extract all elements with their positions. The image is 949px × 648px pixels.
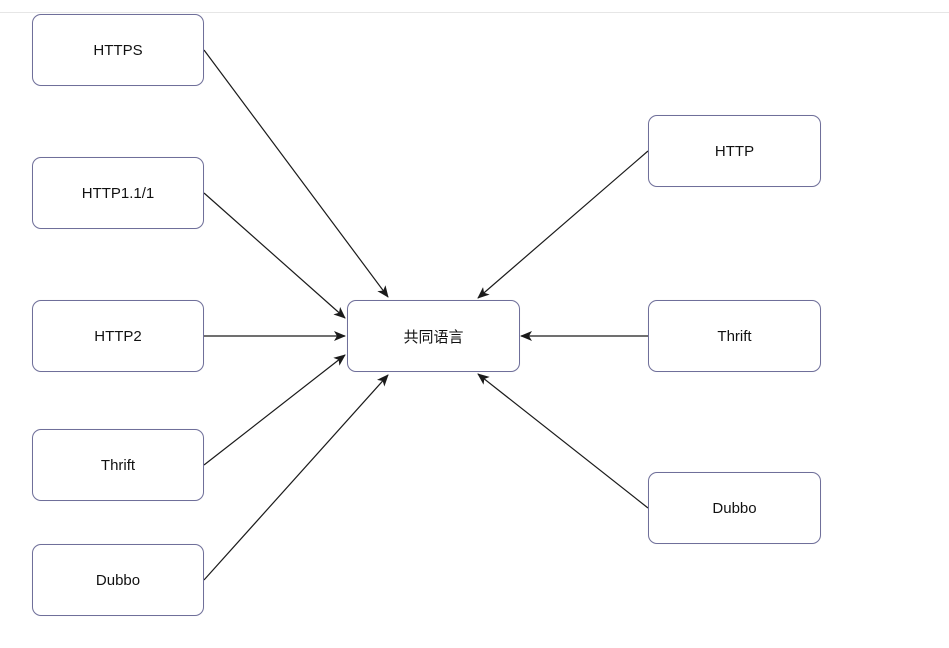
edge-http-to-center [477, 150, 649, 299]
node-thrift-left-label: Thrift [100, 456, 136, 474]
node-http-label: HTTP [714, 142, 755, 160]
edge-https-to-center [203, 49, 389, 298]
node-dubbo-left: Dubbo [32, 544, 204, 616]
node-dubbo-right-label: Dubbo [712, 499, 757, 517]
node-http2: HTTP2 [32, 300, 204, 372]
node-https: HTTPS [32, 14, 204, 86]
node-https-label: HTTPS [93, 41, 143, 59]
node-center-label: 共同语言 [403, 328, 464, 346]
node-dubbo-left-label: Dubbo [95, 571, 141, 589]
node-http2-label: HTTP2 [94, 327, 142, 345]
edge-dubbo-left-to-center [203, 374, 389, 581]
edge-http11-to-center [203, 192, 346, 319]
node-thrift-right: Thrift [648, 300, 821, 372]
node-thrift-left: Thrift [32, 429, 204, 501]
edge-dubbo-right-to-center [477, 373, 649, 509]
node-http11: HTTP1.1/1 [32, 157, 204, 229]
node-center: 共同语言 [347, 300, 520, 372]
node-http11-label: HTTP1.1/1 [81, 184, 155, 202]
node-thrift-right-label: Thrift [717, 327, 752, 345]
edge-thrift-left-to-center [203, 354, 346, 466]
top-divider [0, 12, 949, 13]
node-dubbo-right: Dubbo [648, 472, 821, 544]
node-http: HTTP [648, 115, 821, 187]
